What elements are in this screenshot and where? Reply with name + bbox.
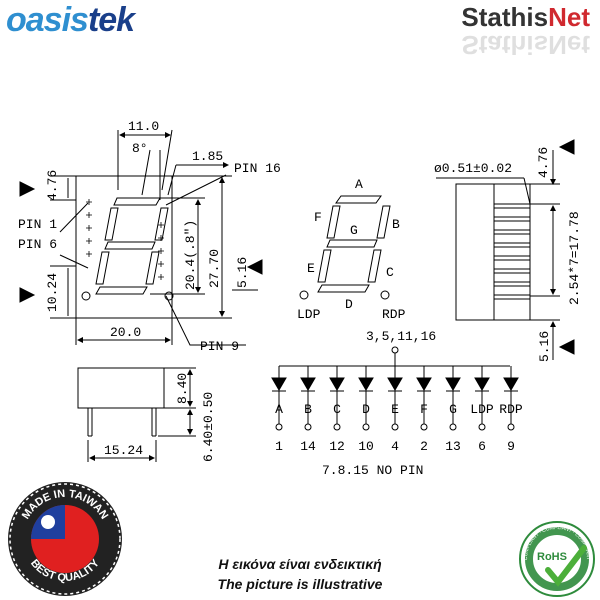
circuit-labels: A 1 B 14 C 12 D 10 E 4 F 2 G 13 LDP 6 RDP 9 (275, 402, 523, 454)
label-pin6: PIN 6 (18, 237, 57, 252)
pin-terminal (275, 423, 283, 431)
pin-terminal (391, 423, 399, 431)
circuit-common-pins: 3,5,11,16 (366, 329, 436, 344)
circuit-pin-number: 4 (391, 439, 399, 454)
diode-icon (271, 377, 287, 391)
logo-part-stathis: Stathis (461, 2, 549, 32)
oasistek-logo: oasistek (6, 0, 135, 40)
diode-icon (329, 377, 345, 391)
dim-pin-diameter: ø0.51±0.02 (434, 161, 512, 176)
seg-label-ldp: LDP (297, 307, 321, 322)
label-pin16: PIN 16 (234, 161, 281, 176)
seg-label-a: A (355, 177, 363, 192)
dim-angle: 8° (132, 141, 148, 156)
rohs-badge: COMPLIANT · COMPLIANT · COMPLIANT RoHS (519, 521, 595, 597)
circuit-pin-number: 10 (358, 439, 374, 454)
pin-terminal (333, 423, 341, 431)
diode-icon (387, 377, 403, 391)
dim-width-total: 20.0 (110, 325, 141, 340)
seg-label-rdp: RDP (382, 307, 406, 322)
circuit-segment-label: E (391, 402, 399, 417)
label-pin1: PIN 1 (18, 217, 57, 232)
right-arrow-marker (246, 259, 263, 275)
seg-label-b: B (392, 217, 400, 232)
dim-side-top: 4.76 (536, 147, 551, 178)
stathisnet-logo: StathisNet (461, 2, 590, 32)
diode-icon (445, 377, 461, 391)
circuit-segment-label: B (304, 402, 312, 417)
circuit-segment-label: C (333, 402, 341, 417)
segment-diagram (299, 195, 391, 300)
made-in-taiwan-badge: MADE IN TAIWAN BEST QUALITY (8, 482, 122, 596)
circuit-pin-number: 13 (445, 439, 461, 454)
logo-part-net: Net (548, 2, 590, 32)
dim-side-pitch: 2.54*7=17.78 (567, 211, 582, 305)
side-arrow-top (558, 139, 575, 155)
front-body-outline (75, 175, 173, 319)
pin-terminal (420, 423, 428, 431)
side-pins (494, 203, 530, 300)
dim-left-bottom: 10.24 (45, 273, 60, 312)
circuit-pin-number: 9 (507, 439, 515, 454)
left-arrow-marker (19, 181, 36, 197)
dim-bottom-h1: 8.40 (175, 373, 190, 404)
circuit-segment-label: D (362, 402, 370, 417)
rdp-dot (164, 291, 174, 301)
diode-icon (474, 377, 490, 391)
circuit-pin-number: 14 (300, 439, 316, 454)
dim-side-bottom: 5.16 (537, 331, 552, 362)
pin-terminal (507, 423, 515, 431)
logo-part-oasis: oasis (6, 1, 89, 39)
seg-label-c: C (386, 265, 394, 280)
left-arrow-marker-2 (19, 287, 36, 303)
circuit-diagram (279, 346, 510, 367)
dim-bottom-width: 15.24 (104, 443, 143, 458)
diode-array (271, 366, 519, 431)
checkmark-icon (545, 545, 587, 587)
seg-label-e: E (307, 261, 315, 276)
circuit-no-pin-note: 7.8.15 NO PIN (322, 463, 423, 478)
diode-icon (416, 377, 432, 391)
diode-icon (300, 377, 316, 391)
circuit-segment-label: RDP (499, 402, 523, 417)
pin-terminal (304, 423, 312, 431)
circuit-segment-label: A (275, 402, 283, 417)
circuit-segment-label: F (420, 402, 428, 417)
caption-greek: Η εικόνα είναι ενδεικτική (218, 556, 382, 572)
dim-pitch-top: 1.85 (192, 149, 223, 164)
side-body-outline (455, 183, 495, 321)
pin-terminal (478, 423, 486, 431)
label-pin9: PIN 9 (200, 339, 239, 354)
circuit-segment-label: G (449, 402, 457, 417)
pin-terminal (449, 423, 457, 431)
seg-label-f: F (314, 210, 322, 225)
circuit-pin-number: 12 (329, 439, 345, 454)
circuit-pin-number: 6 (478, 439, 486, 454)
side-arrow-bottom (558, 339, 575, 355)
circuit-segment-label: LDP (470, 402, 494, 417)
circuit-pin-number: 2 (420, 439, 428, 454)
bottom-body-outline (77, 367, 165, 409)
dim-height-total: 27.70 (207, 249, 222, 288)
front-pin-marks (86, 199, 164, 280)
rohs-text: RoHS (537, 551, 567, 563)
pin-terminal (362, 423, 370, 431)
dim-top-width: 11.0 (128, 119, 159, 134)
seg-label-d: D (345, 297, 353, 312)
flag-sun-icon (41, 515, 55, 529)
front-digit-outline (95, 197, 169, 295)
diode-icon (358, 377, 374, 391)
seg-label-g: G (350, 223, 358, 238)
caption-english: The picture is illustrative (217, 576, 383, 592)
logo-part-tek: tek (87, 1, 135, 39)
dim-bottom-h2: 6.40±0.50 (201, 392, 216, 462)
dim-digit-height: 20.4(.8") (183, 220, 198, 290)
ldp-dot (81, 291, 91, 301)
dim-right-mid: 5.16 (235, 257, 250, 288)
circuit-pin-number: 1 (275, 439, 283, 454)
diode-icon (503, 377, 519, 391)
dim-left-top: 4.76 (45, 170, 60, 201)
